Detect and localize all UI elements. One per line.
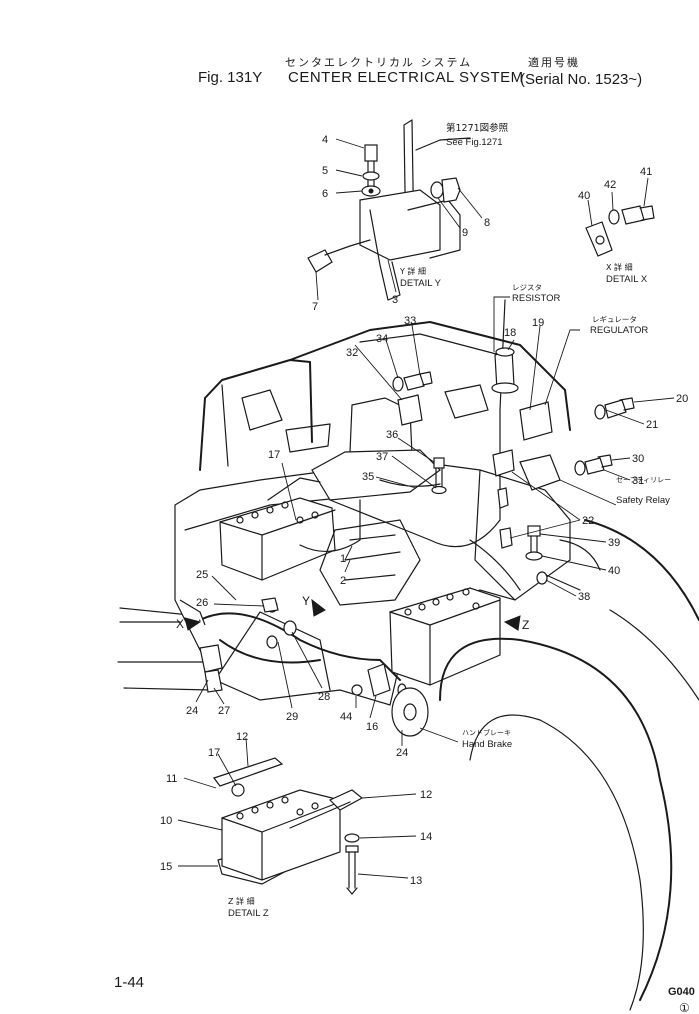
callout: 3 [392,294,398,306]
callout: 14 [420,831,432,843]
callout: 36 [386,429,398,441]
callout: 40 [578,190,590,202]
callout: 12 [420,789,432,801]
figure-number: Fig. 131Y [198,69,262,86]
callout: 44 [340,711,352,723]
callout: 5 [322,165,328,177]
callout: 7 [312,301,318,313]
callout: 27 [218,705,230,717]
callout: 18 [504,327,516,339]
callout: 24 [396,747,408,759]
callout: 17 [268,449,280,461]
safety-relay-japanese: セーフティリレー [616,476,671,484]
figure-title: CENTER ELECTRICAL SYSTEM [288,69,524,86]
title-japanese: センタエレクトリカル システム [285,56,472,69]
detail-y-label: DETAIL Y [400,278,442,289]
detail-x-label: DETAIL X [606,274,648,285]
callout: 28 [318,691,330,703]
callout: 11 [166,773,177,785]
callout: 20 [676,393,688,405]
callout: 9 [462,227,468,239]
arrow-z-label: Z [522,618,529,632]
bolt-30 [574,454,613,476]
hand-brake-japanese: ハンドブレーキ [462,728,511,737]
callout: 25 [196,569,208,581]
callout: 26 [196,597,208,609]
hand-brake-label: Hand Brake [462,739,512,750]
callout: 17 [208,747,220,759]
resistor-label: RESISTOR [512,293,561,304]
callout: 21 [646,419,658,431]
detail-x-japanese: X 詳 細 [606,262,633,272]
callout: 29 [286,711,298,723]
bolt-20 [594,397,635,420]
footer: 1-44 G040 ① [114,974,695,1014]
title-block: センタエレクトリカル システム 適用号機 Fig. 131Y CENTER EL… [198,55,642,88]
callout: 42 [604,179,616,191]
detail-y-japanese: Y 詳 細 [399,266,426,276]
callout: 19 [532,317,544,329]
callout: 22 [582,515,594,527]
regulator-japanese: レギュレータ [592,315,637,324]
callout: 35 [362,471,374,483]
bolt-33 [392,371,433,426]
resistor-japanese: レジスタ [512,283,542,292]
see-fig-label: See Fig.1271 [446,137,503,148]
bolt-26 [261,597,297,649]
callout: 40 [608,565,620,577]
callout: 41 [640,166,652,178]
callout: 2 [340,575,346,587]
detail-z-japanese: Z 詳 細 [228,896,255,906]
callout: 39 [608,537,620,549]
bolt-38 [536,571,581,591]
callout: 12 [236,731,248,743]
callout: 30 [632,453,644,465]
page-number: 1-44 [114,974,144,991]
callout: 15 [160,861,172,873]
detail-z-label: DETAIL Z [228,908,269,919]
callout: 37 [376,451,388,463]
callout: 10 [160,815,172,827]
serial-japanese: 適用号機 [528,55,580,69]
arrow-x-label: X [176,617,184,631]
callout: 6 [322,188,328,200]
safety-relay-label: Safety Relay [616,495,670,506]
callout: 38 [578,591,590,603]
serial-range: (Serial No. 1523~) [520,71,642,88]
callout: 16 [366,721,378,733]
detail-x: 40 42 41 X 詳 細 DETAIL X [578,166,655,285]
footer-mark: ① [679,1001,690,1014]
footer-code: G040 [668,986,695,998]
see-fig-japanese: 第1271図参照 [446,122,509,134]
callout: 13 [410,875,422,887]
callout: 8 [484,217,490,229]
detail-z: 11 17 12 10 12 14 13 15 Z 詳 細 DETAIL Z [160,731,432,919]
callout: 24 [186,705,198,717]
regulator-label: REGULATOR [590,325,648,336]
arrow-y-label: Y [302,594,310,608]
callout: 33 [404,315,416,327]
detail-y: 4 5 6 8 9 7 3 第1271図参照 See Fig.1271 Y 詳 … [307,119,509,313]
callout: 31 [632,475,644,487]
callout: 34 [376,333,388,345]
callout: 1 [340,553,346,565]
callout: 32 [346,347,358,359]
main-assembly: X Y Z 17 [117,283,699,1011]
bolt-36 [431,457,447,495]
callout: 4 [322,134,328,146]
